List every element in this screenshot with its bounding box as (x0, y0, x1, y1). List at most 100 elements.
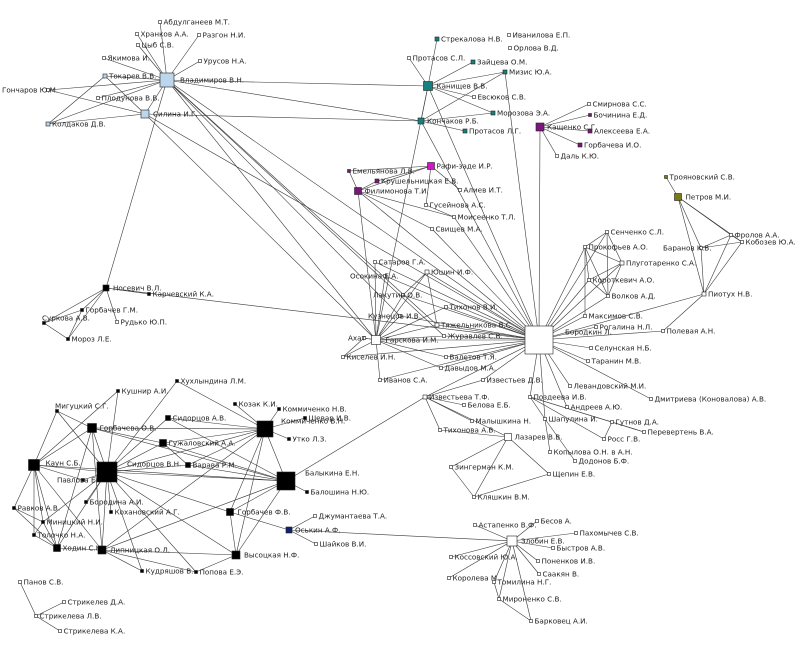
node-gugalovsky[interactable]: Гужаловский А.А. (159, 439, 236, 448)
node-shchepin[interactable]: Щепин Е.В. (547, 470, 596, 479)
node-maksimov[interactable]: Максимов С.В. (583, 312, 643, 321)
node-balashina[interactable]: Балошина Н.Ю. (305, 488, 370, 497)
node-vladimirov[interactable]: Владимиров В.Н. (159, 72, 244, 88)
node-protasov_l[interactable]: Протасов Л.Г. (462, 127, 521, 136)
node-kanishchev[interactable]: Канищев В.В. (423, 81, 488, 91)
node-korolyova[interactable]: Королева М. (447, 574, 500, 583)
node-karchevsky[interactable]: Карчевский К.А. (147, 290, 214, 299)
node-shevar[interactable]: Шевар И.В. (303, 414, 351, 423)
node-filimonova[interactable]: Филимонова Т.И. (354, 187, 429, 196)
node-gutnov[interactable]: Гутнов Д.А. (610, 418, 660, 427)
node-volkov[interactable]: Волков А.Д. (606, 292, 656, 301)
node-guseynova[interactable]: Гусейнова А.С. (424, 201, 486, 210)
node-kopylova[interactable]: Копылова О.Н. в А.Н. (548, 448, 633, 457)
node-moroz[interactable]: Мороз Л.Е. (66, 335, 112, 344)
node-akhat[interactable]: Ахат (348, 334, 366, 343)
node-tikhonov_vi[interactable]: Тихонов В.И. (444, 303, 498, 312)
node-razgon[interactable]: Разгон Н.И. (197, 31, 246, 40)
node-borodkin[interactable]: Бородкин Л. (524, 325, 612, 355)
node-ivanilova[interactable]: Иванилова Е.П. (507, 31, 571, 40)
node-oskin[interactable]: Оськин А.Ф. (285, 526, 341, 535)
node-konchakov[interactable]: Кончаков Р.Б. (417, 117, 479, 126)
node-tolochko[interactable]: Толочко Н.А. (32, 531, 86, 540)
node-belova[interactable]: Белова Е.Б. (462, 401, 511, 410)
node-dal[interactable]: Даль К.Ю. (555, 152, 600, 161)
node-dodonov[interactable]: Додонов Б.Ф. (573, 457, 630, 466)
node-sidortsov_vn[interactable]: Сидорцов В.Н. (96, 460, 181, 483)
node-borodina[interactable]: Бородина А.И. (84, 498, 144, 507)
node-tsyb[interactable]: Цыб С.В. (136, 41, 175, 50)
node-morozova[interactable]: Морозова Э.А. (490, 109, 550, 118)
node-piotukh[interactable]: Пиотух Н.В. (701, 290, 752, 299)
node-sidortsov_av[interactable]: Сидорцов А.В. (165, 414, 227, 423)
node-gorbachev_fv[interactable]: Горбачев Ф.В. (226, 508, 291, 517)
node-abdulganeev[interactable]: Абдулганеев М.Т. (158, 18, 231, 27)
node-frolov[interactable]: Фролов А.А. (729, 231, 780, 240)
node-lipnitskaya[interactable]: Липницкая О.Л. (97, 546, 170, 555)
node-izvestyev[interactable]: Известьев Д.В. (481, 376, 543, 385)
node-zaytseva[interactable]: Зайцева О.М. (470, 58, 527, 67)
node-khrankov[interactable]: Хранков А.А. (135, 30, 189, 39)
node-pakhomychev[interactable]: Пахомычев С.В. (574, 529, 639, 538)
node-troyanovsky[interactable]: Трояновский С.В. (664, 173, 735, 182)
node-zhuravlev[interactable]: Журавлев С.В. (442, 332, 503, 341)
node-prokofyev[interactable]: Прокофьев А.О. (583, 243, 649, 252)
node-utko[interactable]: Утко Л.З. (287, 435, 327, 444)
node-strikelev[interactable]: Стрикелев Д.А. (62, 598, 126, 607)
node-pavlova[interactable]: Павлова Е. (57, 476, 98, 485)
node-moiseenko[interactable]: Моисеенко Т.Л. (452, 213, 516, 222)
node-koldakov[interactable]: Колдаков Д.В. (45, 120, 106, 129)
node-balykina[interactable]: Балыкина Е.Н. (276, 469, 360, 491)
node-kushnir[interactable]: Кушнир А.И. (116, 387, 169, 396)
node-tikhonova[interactable]: Тихонова А.В. (438, 426, 496, 435)
node-petrov[interactable]: Петров М.И. (674, 193, 732, 202)
node-tomilina[interactable]: Томилина Н.Г. (492, 578, 552, 587)
node-gorbacheva_ov[interactable]: Горбачева О.В. (87, 423, 157, 433)
node-minitsky[interactable]: Миницкий Н.И. (41, 518, 103, 527)
node-kommichenko_vn[interactable]: Коммиченко В.Н. (256, 417, 345, 438)
node-surkova[interactable]: Суркова А.В. (42, 314, 90, 325)
node-polevaya[interactable]: Полевая А.Н. (661, 327, 716, 336)
node-plodunova[interactable]: Плодунова В.В. (96, 94, 160, 103)
node-alekseeva[interactable]: Алексеева Е.А. (587, 127, 650, 136)
node-rudko[interactable]: Рудько Ю.П. (115, 318, 168, 327)
node-garskova[interactable]: Гарскова И.М. (371, 335, 439, 345)
node-selunskaya[interactable]: Селунская Н.Б. (589, 344, 652, 353)
node-khodin[interactable]: Ходин С.Н. (53, 544, 104, 553)
node-panov[interactable]: Панов С.В. (18, 578, 64, 587)
node-migutsky[interactable]: Мигуцкий С.Г. (55, 402, 109, 413)
node-sataroy[interactable]: Сатаров Г.А. (373, 258, 426, 267)
node-astapenko[interactable]: Астапенко В.Ф. (473, 521, 537, 530)
node-pozdeeva[interactable]: Поздеева И.В. (528, 393, 587, 402)
node-barkovets[interactable]: Барковец А.И. (529, 617, 588, 626)
node-kokhanovsky[interactable]: Кохановский А.Г. (109, 508, 180, 517)
node-bochinina[interactable]: Бочинина Е.Д. (588, 111, 648, 120)
node-yakimova[interactable]: Якимова И. (102, 54, 150, 63)
node-dzhumantaeva[interactable]: Джумантаева Т.А. (313, 512, 388, 521)
node-besov[interactable]: Бесов А. (535, 517, 572, 526)
node-taranin[interactable]: Таранин М.В. (586, 357, 642, 366)
node-silina[interactable]: Силина И.Г. (140, 110, 198, 119)
node-lakutin[interactable]: Лакутин О.В. (373, 291, 422, 300)
node-aliev[interactable]: Алиев И.Т. (458, 186, 503, 195)
node-strikeleva_lv[interactable]: Стрикелева Л.В. (34, 612, 102, 621)
node-shaykov[interactable]: Шайков В.И. (314, 540, 367, 549)
node-saakyan[interactable]: Саакян В. (537, 570, 580, 579)
node-izvestyeva[interactable]: Известьева Т.Ф. (422, 393, 490, 402)
node-nosevich[interactable]: Носевич В.Л. (102, 284, 162, 293)
node-kossovsky[interactable]: Коссовский Ю.А. (449, 553, 518, 562)
node-strikeleva_ka[interactable]: Стрикелева К.А. (58, 627, 126, 636)
node-orlova[interactable]: Орлова В.Д. (508, 44, 559, 53)
node-kozak[interactable]: Козак К.И. (233, 400, 278, 409)
node-strekalova[interactable]: Стрекалова Н.В. (434, 35, 503, 44)
node-korotkevich[interactable]: Короткевич А.О. (587, 276, 655, 285)
node-kiselev[interactable]: Киселев И.Н. (341, 353, 396, 362)
node-evsyukov[interactable]: Евсюков С.В. (472, 93, 527, 102)
node-rogalina[interactable]: Рогалина Н.Л. (594, 323, 653, 332)
node-bystrov[interactable]: Быстров А.В. (551, 544, 606, 553)
node-shapulina[interactable]: Шапулина И. (543, 415, 598, 424)
node-yushin[interactable]: Юшин И.Ф. (424, 268, 473, 277)
node-valetov[interactable]: Валетов Т.Я. (444, 353, 497, 362)
node-svishchev[interactable]: Свищев М.А. (430, 225, 483, 234)
node-ravkov[interactable]: Равков А.В. (12, 504, 61, 513)
